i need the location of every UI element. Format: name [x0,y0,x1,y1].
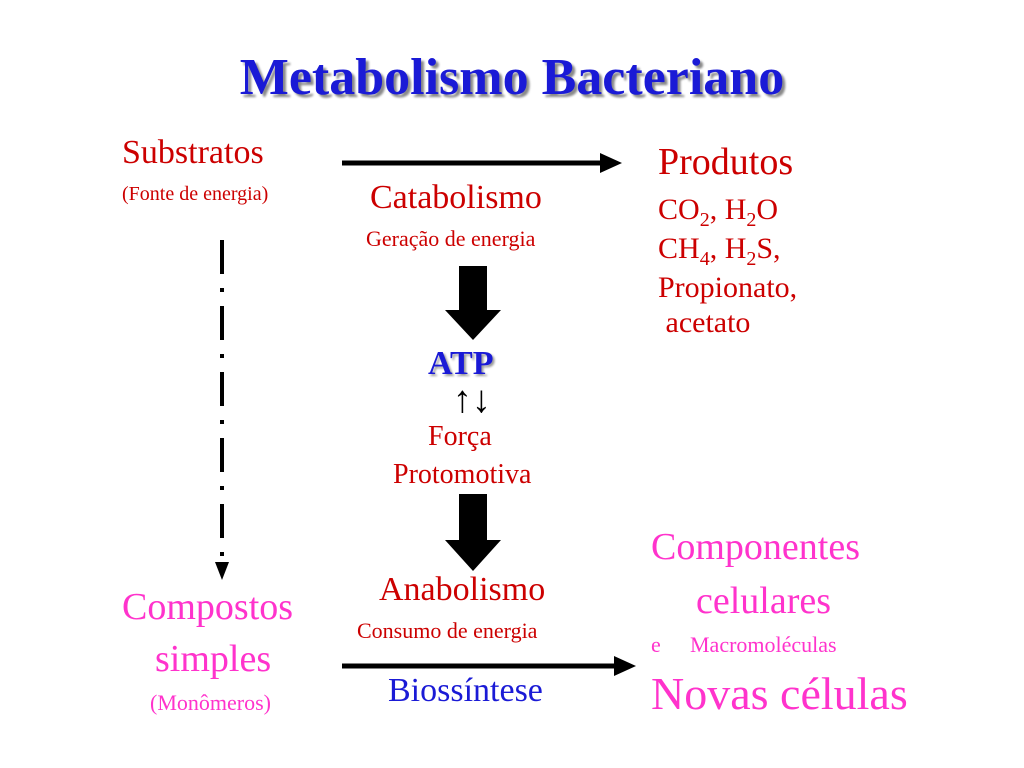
compostos-line2: simples [155,638,272,680]
produtos-label: Produtos [658,141,794,183]
produtos-line-ch4-h2s: CH4, H2S, [658,232,781,270]
componentes-macro: Macromoléculas [690,632,837,657]
compostos-sub: (Monômeros) [150,690,271,715]
catabolismo-sub: Geração de energia [366,226,536,251]
produtos-line-co2-h2o: CO2, H2O [658,193,779,231]
compostos-line1: Compostos [122,586,294,628]
anabolism-arrow [342,656,636,676]
page-title: Metabolismo Bacteriano [239,49,785,106]
thick-down-arrow-atp [445,266,501,340]
novas-celulas-label: Novas células [651,668,908,719]
substratos-sub: (Fonte de energia) [122,183,269,205]
produtos-line-acetato: acetato [658,305,751,339]
atp-label: ATP [428,345,494,382]
anabolismo-label: Anabolismo [379,571,546,608]
thick-down-arrow-anabolism [445,494,501,571]
anabolismo-sub: Consumo de energia [357,618,538,643]
biossintese-label: Biossíntese [388,672,543,709]
componentes-line1: Componentes [651,526,860,568]
forca-line1: Força [428,421,492,452]
catabolismo-label: Catabolismo [370,179,542,216]
dashdot-connector-arrow [215,240,229,580]
componentes-line2: celulares [696,580,832,622]
substratos-label: Substratos [122,134,264,171]
catabolism-arrow [342,153,622,173]
produtos-line-propionato: Propionato, [658,271,798,304]
forca-line2: Protomotiva [393,459,532,490]
componentes-conj: e [651,632,661,657]
produtos-list: CO2, H2O CH4, H2S, Propionato, acetato [658,193,797,340]
atp-exchange-arrows: ↑↓ [453,379,491,421]
